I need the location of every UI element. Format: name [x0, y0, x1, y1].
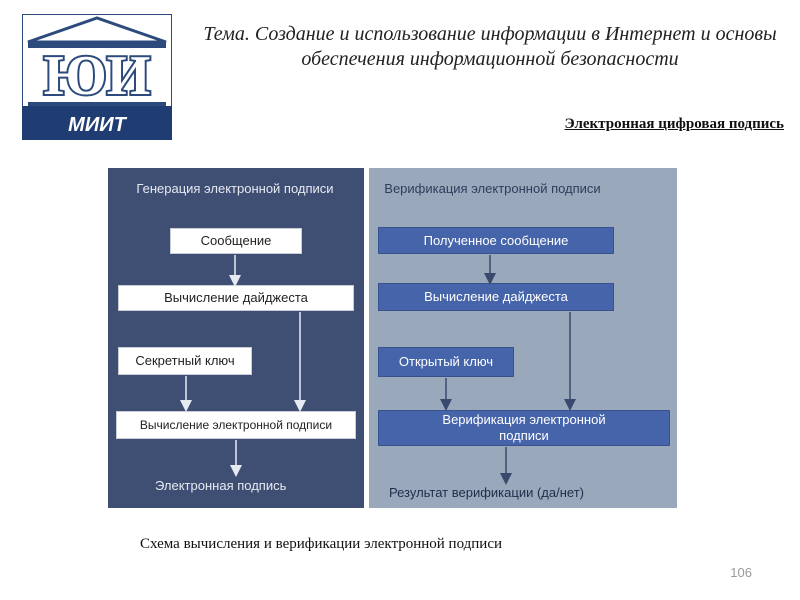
svg-text:ЮИ: ЮИ: [44, 45, 151, 107]
verification-panel: [369, 168, 677, 508]
svg-text:МИИТ: МИИТ: [68, 114, 127, 136]
verify-digest-box: Вычисление дайджеста: [378, 283, 614, 311]
digest-box: Вычисление дайджеста: [118, 285, 354, 311]
sign-compute-box: Вычисление электронной подписи: [116, 411, 356, 439]
message-box: Сообщение: [170, 228, 302, 254]
received-message-box: Полученное сообщение: [378, 227, 614, 254]
secret-key-box: Секретный ключ: [118, 347, 252, 375]
page-title: Тема. Создание и использование информаци…: [203, 23, 777, 70]
page-subtitle: Электронная цифровая подпись: [564, 116, 784, 132]
figure-caption: Схема вычисления и верификации электронн…: [140, 536, 503, 552]
verification-heading: Верификация электронной подписи: [384, 181, 601, 196]
verification-result: Результат верификации (да/нет): [389, 485, 584, 500]
signature-result: Электронная подпись: [155, 478, 287, 493]
page-number: 106: [730, 565, 752, 580]
miit-logo: ЮИ МИИТ: [21, 13, 173, 141]
public-key-box: Открытый ключ: [378, 347, 514, 377]
generation-heading: Генерация электронной подписи: [136, 181, 334, 196]
verification-box: Верификация электронной подписи: [378, 410, 670, 446]
generation-panel: [108, 168, 364, 508]
